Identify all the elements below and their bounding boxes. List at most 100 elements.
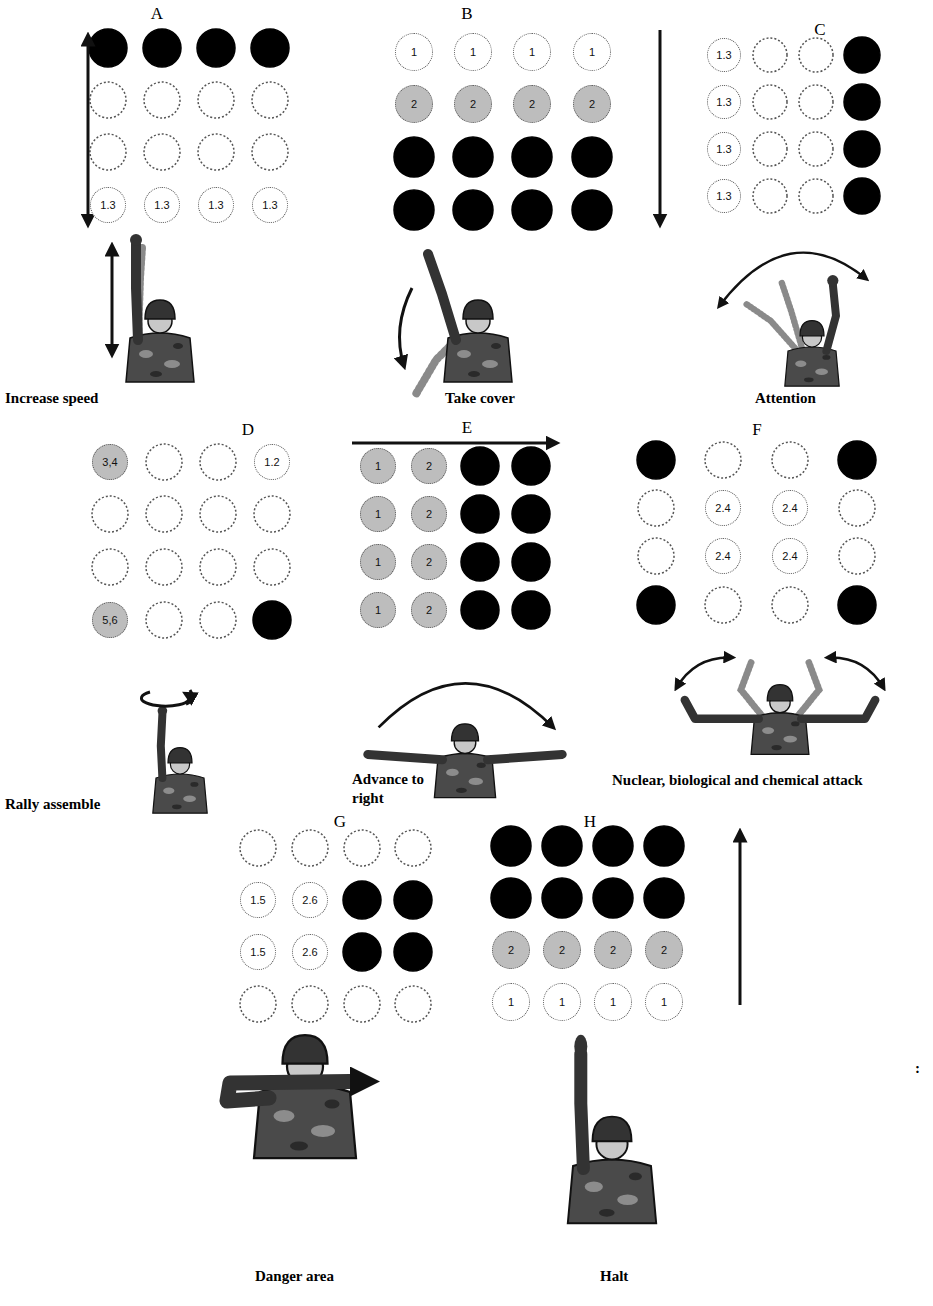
- soldier-figure: [400, 254, 513, 394]
- empty-circle: [772, 587, 808, 623]
- circle-number: 2: [426, 605, 432, 616]
- filled-circle: [394, 137, 434, 177]
- filled-circle: [143, 29, 181, 67]
- soldier-palm: [574, 1035, 587, 1058]
- circle-number: 1: [470, 47, 476, 58]
- filled-circle: [512, 495, 550, 533]
- motion-arrow: [400, 288, 413, 366]
- signal-circle: 3,4: [92, 444, 128, 480]
- circle-number: 1.3: [208, 200, 223, 211]
- filled-circle: [542, 826, 582, 866]
- filled-circle: [461, 495, 499, 533]
- direction-arrow: [739, 832, 742, 1005]
- empty-circle: [146, 549, 182, 585]
- panel-letter: D: [242, 420, 254, 440]
- panel-letter: E: [462, 418, 472, 438]
- circle-number: 1: [529, 47, 535, 58]
- filled-circle: [637, 441, 675, 479]
- signal-circle: 1: [594, 983, 632, 1021]
- signal-circle: 2: [411, 448, 447, 484]
- signal-circle: 2.4: [705, 538, 741, 574]
- filled-circle: [593, 878, 633, 918]
- filled-circle: [572, 137, 612, 177]
- circle-number: 2: [426, 509, 432, 520]
- circle-number: 2: [559, 945, 565, 956]
- panel-letter: H: [584, 812, 596, 832]
- signal-circle: 2: [411, 544, 447, 580]
- empty-circle: [638, 490, 674, 526]
- empty-circle: [198, 82, 234, 118]
- signal-circle: 1.3: [144, 187, 180, 223]
- empty-circle: [772, 442, 808, 478]
- circle-number: 1: [375, 509, 381, 520]
- empty-circle: [144, 134, 180, 170]
- motion-arrow: [719, 253, 866, 307]
- circle-number: 2: [411, 99, 417, 110]
- circle-number: 1: [661, 997, 667, 1008]
- circle-number: 2: [661, 945, 667, 956]
- motion-arrow: [186, 690, 192, 704]
- filled-circle: [253, 601, 291, 639]
- soldier-arm: [136, 244, 138, 340]
- signal-circle: 2: [594, 931, 632, 969]
- empty-circle: [90, 134, 126, 170]
- filled-circle: [343, 881, 381, 919]
- signal-circle: 1.3: [252, 187, 288, 223]
- circle-number: 3,4: [102, 457, 117, 468]
- signal-circle: 1: [513, 33, 551, 71]
- empty-circle: [144, 82, 180, 118]
- soldier-figure: [676, 657, 883, 754]
- soldier-figure: [153, 706, 207, 813]
- empty-circle: [705, 587, 741, 623]
- filled-circle: [593, 826, 633, 866]
- empty-circle: [252, 134, 288, 170]
- filled-circle: [343, 933, 381, 971]
- signal-caption: Take cover: [445, 390, 515, 407]
- filled-circle: [491, 826, 531, 866]
- empty-circle: [146, 444, 182, 480]
- empty-circle: [240, 830, 276, 866]
- empty-circle: [200, 496, 236, 532]
- signal-circle: 2: [411, 592, 447, 628]
- signal-circle: 1: [573, 33, 611, 71]
- filled-circle: [844, 37, 880, 73]
- filled-circle: [461, 591, 499, 629]
- empty-circle: [705, 442, 741, 478]
- signal-circle: 2.6: [292, 882, 328, 918]
- circle-number: 2.4: [782, 551, 797, 562]
- empty-circle: [799, 85, 833, 119]
- empty-circle: [292, 986, 328, 1022]
- signal-caption: Rally assemble: [5, 796, 100, 813]
- motion-arrow: [141, 692, 189, 706]
- signal-caption: Advance to right: [352, 770, 434, 808]
- signal-circle: 2: [645, 931, 683, 969]
- soldier-figure: [112, 234, 194, 382]
- filled-circle: [572, 190, 612, 230]
- circle-number: 1.3: [716, 144, 731, 155]
- signal-circle: 1: [492, 983, 530, 1021]
- panel-letter: C: [814, 20, 825, 40]
- signal-circle: 1: [395, 33, 433, 71]
- circle-number: 1: [411, 47, 417, 58]
- circle-number: 1: [508, 997, 514, 1008]
- signal-caption: Increase speed: [5, 390, 98, 407]
- circle-number: 2: [529, 99, 535, 110]
- empty-circle: [799, 38, 833, 72]
- signal-circle: 2: [454, 85, 492, 123]
- soldier-arm: [801, 700, 875, 719]
- soldier-arm: [227, 1082, 350, 1102]
- soldier-arm: [581, 1054, 584, 1168]
- circle-number: 2.4: [715, 503, 730, 514]
- empty-circle: [254, 549, 290, 585]
- soldier-arm: [826, 284, 836, 351]
- empty-circle: [146, 602, 182, 638]
- signal-circle: 1.3: [90, 187, 126, 223]
- empty-circle: [799, 132, 833, 166]
- motion-arrow: [350, 1079, 371, 1085]
- signal-circle: 1: [360, 496, 396, 532]
- filled-circle: [394, 190, 434, 230]
- empty-circle: [92, 549, 128, 585]
- signal-circle: 1: [543, 983, 581, 1021]
- circle-number: 1: [589, 47, 595, 58]
